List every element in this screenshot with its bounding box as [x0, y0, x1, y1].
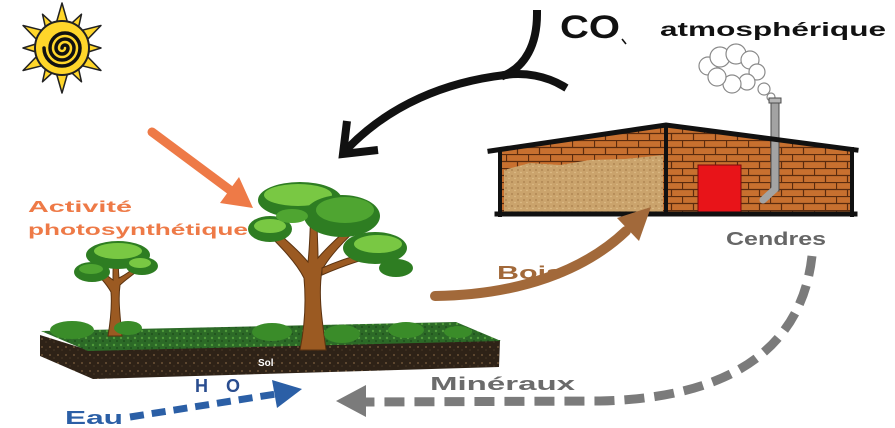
small-tree-icon: [74, 241, 158, 337]
chimney-smoke-icon: [698, 43, 776, 102]
soil-label: Sol: [258, 358, 274, 369]
foliage-cluster: [379, 259, 413, 277]
bush: [388, 322, 424, 338]
bush: [444, 326, 472, 338]
smoke-puff: [738, 73, 756, 91]
sunlight-arrow-icon: [147, 127, 253, 208]
wood-chip-pile: [504, 155, 663, 213]
foliage-cluster: [354, 235, 402, 253]
photosynthesis-label-line2: photosynthétique: [28, 222, 248, 239]
sunlight-arrow-shaft: [147, 127, 239, 198]
sun-icon: [22, 2, 102, 94]
chimney-pipe: [770, 100, 780, 192]
large-tree-icon: [248, 182, 413, 351]
smoke-puff: [707, 67, 727, 87]
co2-uptake-arrow-icon: [338, 9, 569, 159]
co2-arrow-head: [338, 120, 379, 159]
foliage-cluster: [276, 209, 308, 223]
wood-arrow-icon: [430, 207, 651, 301]
soil-layer: [40, 335, 500, 379]
wood-label: Bois: [497, 263, 563, 283]
water-arrow-shaft: [129, 390, 277, 421]
wood-arrow-head: [617, 207, 651, 241]
sun-spiral: [42, 31, 82, 68]
co2-arrow-branch-right: [500, 70, 569, 92]
bush: [50, 321, 94, 339]
brick-boiler-house-icon: [487, 97, 859, 217]
wood-arrow-shaft: [430, 226, 631, 301]
co2-subscript-mark: [621, 38, 627, 45]
bushes: [50, 321, 472, 343]
minerals-arrow-head: [336, 385, 366, 417]
bush: [324, 325, 360, 343]
minerals-arrow-shaft: [365, 255, 817, 407]
foliage-cluster: [254, 219, 286, 233]
water-formula-o: O: [226, 376, 240, 396]
photosynthesis-label-line1: Activité: [28, 199, 132, 216]
chimney-elbow: [759, 185, 779, 204]
foliage-cluster: [79, 264, 103, 274]
chimney-cap: [768, 97, 782, 104]
foliage-cluster: [129, 258, 151, 268]
atmospheric-label: atmosphérique: [660, 20, 886, 41]
water-arrow-icon: [129, 380, 302, 421]
minerals-label: Minéraux: [430, 374, 575, 394]
foliage-cluster: [94, 243, 142, 259]
bush: [252, 323, 292, 341]
co2-arrow-shaft: [342, 70, 510, 154]
ash-label: Cendres: [726, 229, 826, 249]
foliage-cluster: [316, 197, 374, 223]
boiler-door: [697, 164, 742, 213]
bush: [114, 321, 142, 335]
sunlight-arrow-head: [220, 177, 253, 208]
water-label: Eau: [65, 408, 123, 428]
co2-label: CO: [560, 9, 620, 45]
co2-arrow-branch-top: [499, 9, 542, 81]
minerals-arrow-icon: [336, 255, 817, 417]
foliage-cluster: [264, 184, 332, 206]
smoke-puff: [757, 82, 771, 96]
water-formula-h: H: [195, 376, 208, 396]
water-arrow-head: [272, 380, 302, 408]
